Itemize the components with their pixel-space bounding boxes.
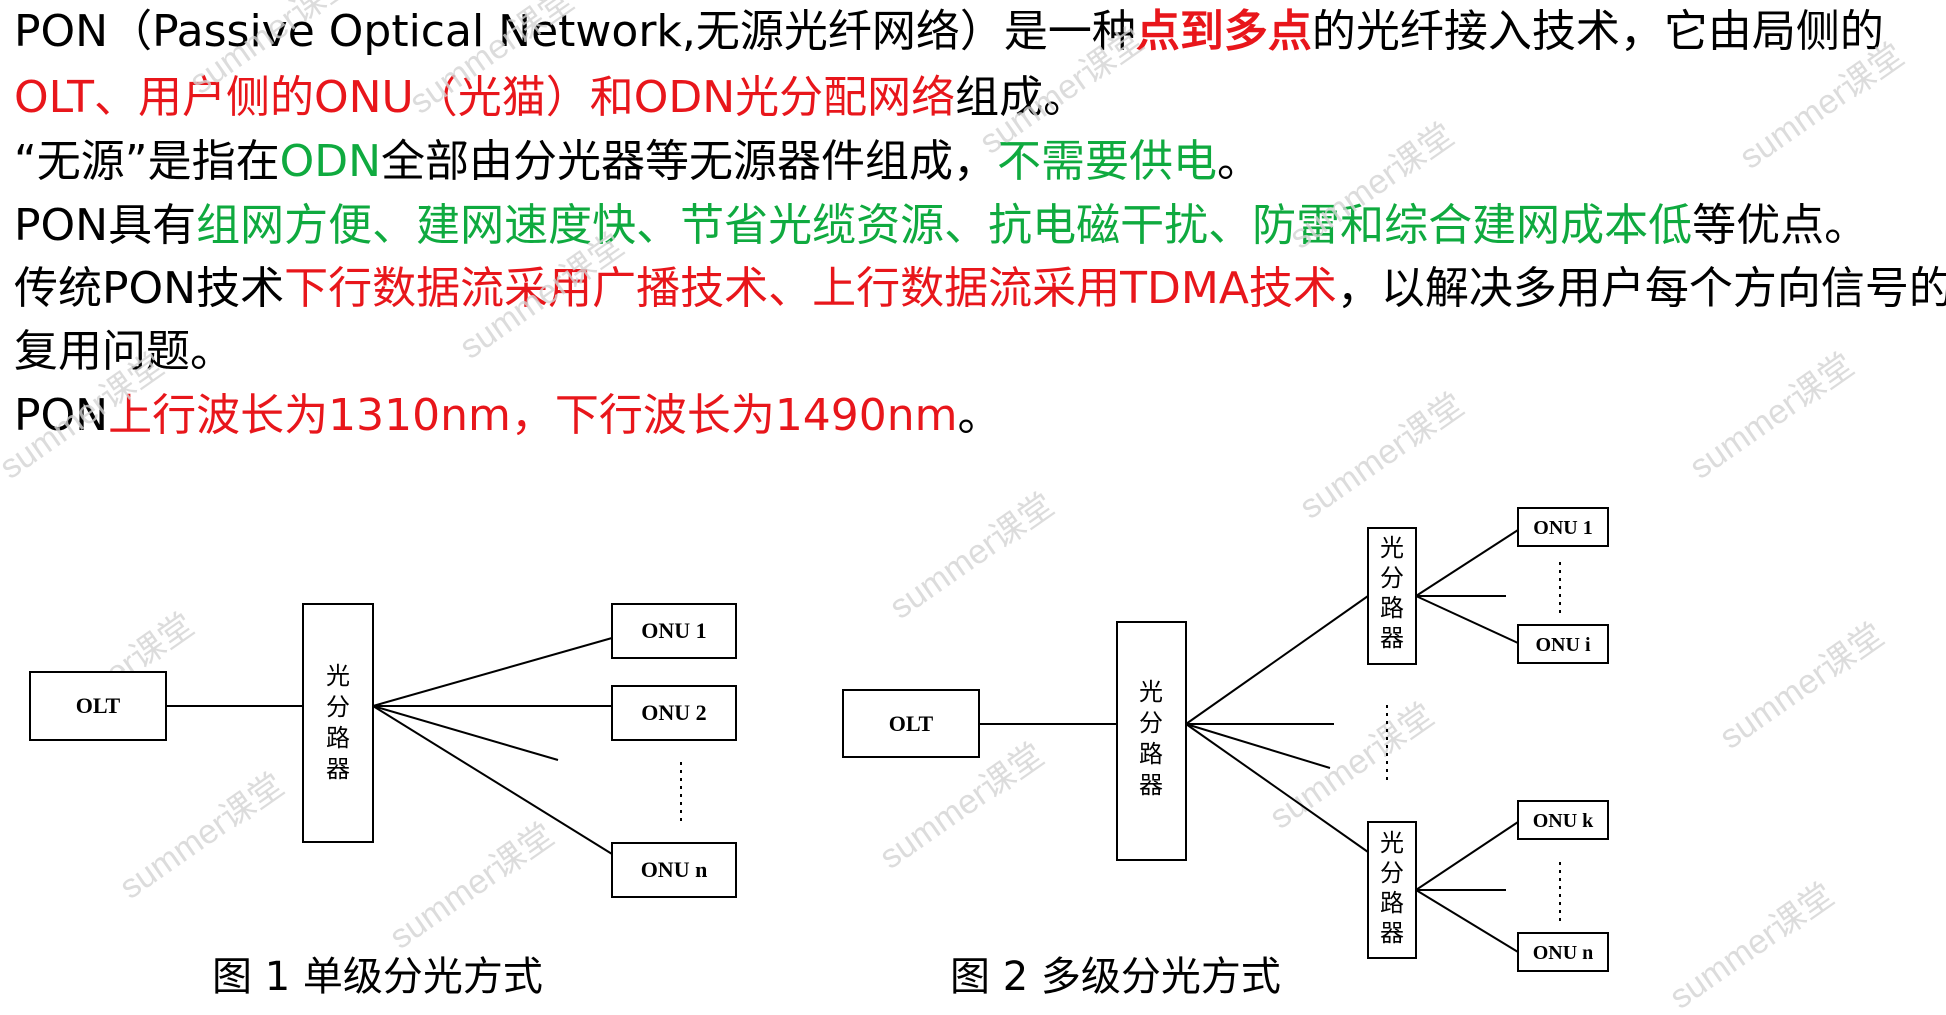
watermark: summer课堂 <box>973 21 1151 162</box>
line2-text-end: 组成。 <box>955 72 1088 123</box>
splitter-char: 分 <box>1380 859 1404 887</box>
watermark: summer课堂 <box>113 766 291 907</box>
watermark: summer课堂 <box>183 0 361 102</box>
text-line-1: PON（Passive Optical Network,无源光纤网络）是一种点到… <box>14 2 1884 62</box>
watermark: summer课堂 <box>883 486 1061 627</box>
onu-label: ONU 1 <box>1533 517 1592 539</box>
olt-box <box>29 671 167 741</box>
line4-emphasis: 组网方便、建网速度快、节省光缆资源、抗电磁干扰、防雷和综合建网成本低 <box>196 200 1693 251</box>
text-line-7: PON上行波长为1310nm，下行波长为1490nm。 <box>14 386 1002 446</box>
line4-text-end: 等优点。 <box>1692 200 1869 251</box>
splitter-box <box>1367 527 1417 665</box>
splitter-char: 器 <box>1380 624 1404 652</box>
splitter-char: 器 <box>1139 771 1163 799</box>
text-line-6: 复用问题。 <box>14 322 234 382</box>
onu-label: ONU n <box>641 857 708 882</box>
fiber-branch <box>1415 889 1519 953</box>
watermark: summer课堂 <box>1683 346 1861 487</box>
splitter-char: 光 <box>326 662 350 690</box>
line1-text: PON（Passive Optical Network,无源光纤网络）是一种 <box>14 6 1136 57</box>
fiber-branch <box>372 705 559 761</box>
splitter-char: 器 <box>326 755 350 783</box>
line4-text: PON具有 <box>14 200 197 251</box>
line1-text-end: 的光纤接入技术，它由局侧的 <box>1311 6 1884 57</box>
splitter-char: 分 <box>326 693 350 721</box>
line7-emphasis: 上行波长为1310nm，下行波长为1490nm <box>108 390 958 441</box>
splitter-box <box>1367 821 1417 959</box>
line7-text: PON <box>14 390 109 441</box>
text-line-4: PON具有组网方便、建网速度快、节省光缆资源、抗电磁干扰、防雷和综合建网成本低等… <box>14 196 1868 256</box>
fiber-branch <box>1185 723 1331 769</box>
line5-text: 传统PON技术 <box>14 263 285 314</box>
line3-odn: ODN <box>279 136 382 187</box>
figure-2-multi-stage: OLT 光 分 路 器 光 分 路 器 光 分 路 器 ONU 1 ONU i <box>842 507 1609 972</box>
watermark: summer课堂 <box>403 0 581 122</box>
line7-text-end: 。 <box>957 390 1002 441</box>
line6-text: 复用问题。 <box>14 326 234 377</box>
fiber-branch <box>1415 595 1519 644</box>
text-line-2: OLT、用户侧的ONU（光猫）和ODN光分配网络组成。 <box>14 68 1087 128</box>
line3-text-end: 。 <box>1217 136 1262 187</box>
line3-text: “无源”是指在 <box>14 136 280 187</box>
fiber-branch <box>1415 821 1519 891</box>
fiber-branch <box>372 705 613 855</box>
splitter-char: 分 <box>1380 564 1404 592</box>
figure-1-single-stage: OLT 光 分 路 器 ONU 1 ONU 2 ONU n <box>29 603 737 898</box>
onu-label: ONU 1 <box>641 618 706 643</box>
line1-emphasis: 点到多点 <box>1135 6 1312 57</box>
figure-2-caption: 图 2 多级分光方式 <box>950 954 1281 1000</box>
line5-text-end: ，以解决多用户每个方向信号的 <box>1336 263 1946 314</box>
onu-label: ONU n <box>1533 942 1594 964</box>
splitter-char: 路 <box>1139 740 1163 768</box>
splitter-box <box>1116 621 1187 861</box>
watermark: summer课堂 <box>1713 616 1891 757</box>
line2-emphasis: OLT、用户侧的ONU（光猫）和ODN光分配网络 <box>14 72 956 123</box>
onu-label: ONU 2 <box>641 700 706 725</box>
onu-box <box>611 603 737 659</box>
onu-label: ONU k <box>1533 810 1594 832</box>
text-line-5: 传统PON技术下行数据流采用广播技术、上行数据流采用TDMA技术，以解决多用户每… <box>14 259 1946 319</box>
olt-label: OLT <box>889 711 934 736</box>
onu-box <box>1517 800 1609 840</box>
olt-label: OLT <box>76 693 121 718</box>
watermark: summer课堂 <box>1283 116 1461 257</box>
onu-box <box>611 842 737 898</box>
onu-box <box>1517 932 1609 972</box>
onu-box <box>611 685 737 741</box>
watermark: summer课堂 <box>383 816 561 957</box>
fiber-branch <box>1185 723 1369 853</box>
line5-emphasis: 下行数据流采用广播技术、上行数据流采用TDMA技术 <box>284 263 1337 314</box>
splitter-char: 光 <box>1139 678 1163 706</box>
fiber-branch <box>1415 529 1519 597</box>
olt-box <box>842 689 980 758</box>
watermark: summer课堂 <box>1263 696 1441 837</box>
watermark: summer课堂 <box>1733 36 1911 177</box>
watermark: summer课堂 <box>1293 386 1471 527</box>
splitter-char: 路 <box>326 724 350 752</box>
onu-label: ONU i <box>1536 634 1591 656</box>
onu-box <box>1517 624 1609 664</box>
splitter-char: 光 <box>1380 534 1404 562</box>
watermark: summer课堂 <box>1663 876 1841 1015</box>
fiber-branch <box>372 637 613 707</box>
splitter-char: 器 <box>1380 919 1404 947</box>
text-line-3: “无源”是指在ODN全部由分光器等无源器件组成，不需要供电。 <box>14 132 1261 192</box>
line3-text-mid: 全部由分光器等无源器件组成， <box>381 136 998 187</box>
splitter-char: 分 <box>1139 709 1163 737</box>
line3-emphasis: 不需要供电 <box>997 136 1218 187</box>
fiber-branch <box>1185 595 1369 725</box>
watermark: summer课堂 <box>453 226 631 367</box>
splitter-char: 光 <box>1380 829 1404 857</box>
splitter-char: 路 <box>1380 594 1404 622</box>
watermark: summer课堂 <box>0 346 171 487</box>
splitter-char: 路 <box>1380 889 1404 917</box>
figure-1-caption: 图 1 单级分光方式 <box>212 954 543 1000</box>
onu-box <box>1517 507 1609 547</box>
splitter-box <box>302 603 374 843</box>
